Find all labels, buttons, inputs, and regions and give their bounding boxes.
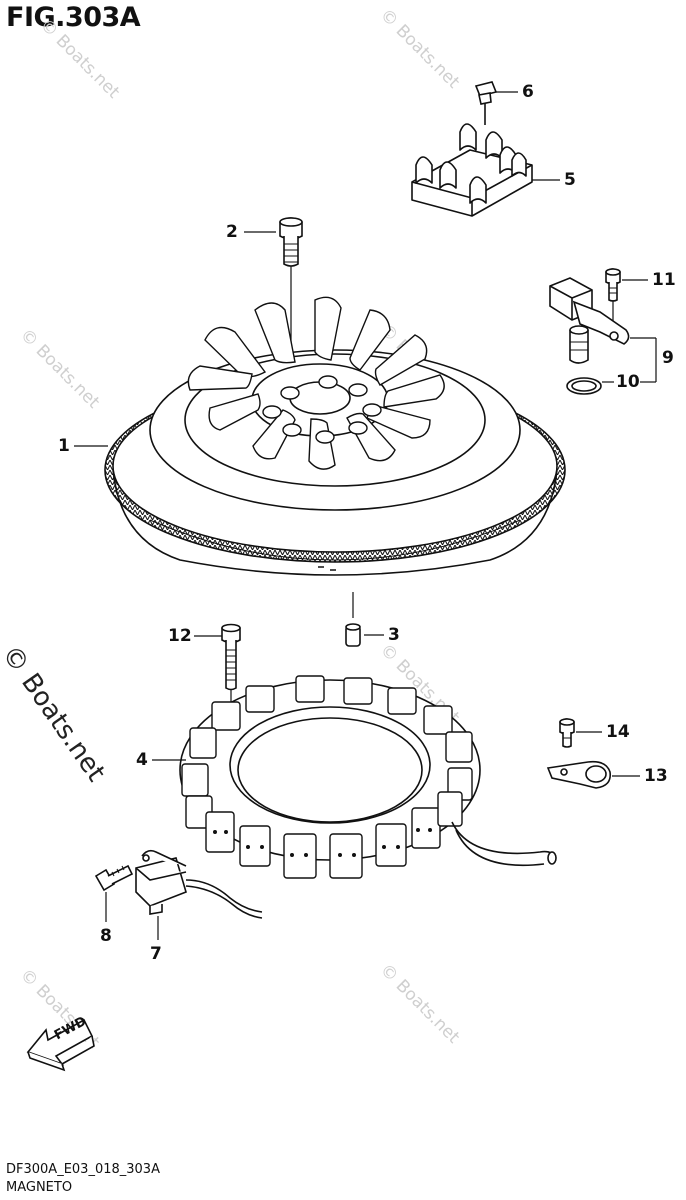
callout-12: 12 [168, 626, 192, 646]
pin-3-drawing [345, 623, 361, 647]
callout-4: 4 [136, 750, 148, 770]
callout-10: 10 [616, 372, 640, 392]
callout-6: 6 [522, 82, 534, 102]
callout-8: 8 [100, 926, 112, 946]
bolt-14-drawing [559, 718, 575, 748]
callout-9: 9 [662, 348, 674, 368]
bolt-12-drawing [221, 623, 241, 691]
callout-3: 3 [388, 625, 400, 645]
figure-title: FIG.303A [6, 2, 141, 33]
bolt-11-drawing [605, 268, 621, 302]
sensor-9-drawing [549, 277, 630, 364]
callout-11: 11 [652, 270, 676, 290]
stator-4-drawing [179, 675, 557, 879]
callout-14: 14 [606, 722, 630, 742]
bolt-2-drawing [279, 217, 303, 267]
figure-code: DF300A_E03_018_303A [6, 1162, 160, 1177]
flywheel-1-drawing [104, 296, 566, 576]
figure-name: MAGNETO [6, 1180, 73, 1195]
callout-13: 13 [644, 766, 668, 786]
coil-7-drawing [135, 849, 263, 919]
callout-1: 1 [58, 436, 70, 456]
oring-10-drawing [566, 377, 602, 395]
clamp-13-drawing [546, 760, 612, 789]
callout-7: 7 [150, 944, 162, 964]
callout-2: 2 [226, 222, 238, 242]
holder-5-drawing [411, 123, 533, 217]
leader-lines [74, 91, 657, 940]
bolt-8-drawing [94, 864, 134, 892]
fwd-arrow-drawing [26, 1018, 95, 1072]
callout-5: 5 [564, 170, 576, 190]
bolt-6-drawing [474, 81, 498, 125]
